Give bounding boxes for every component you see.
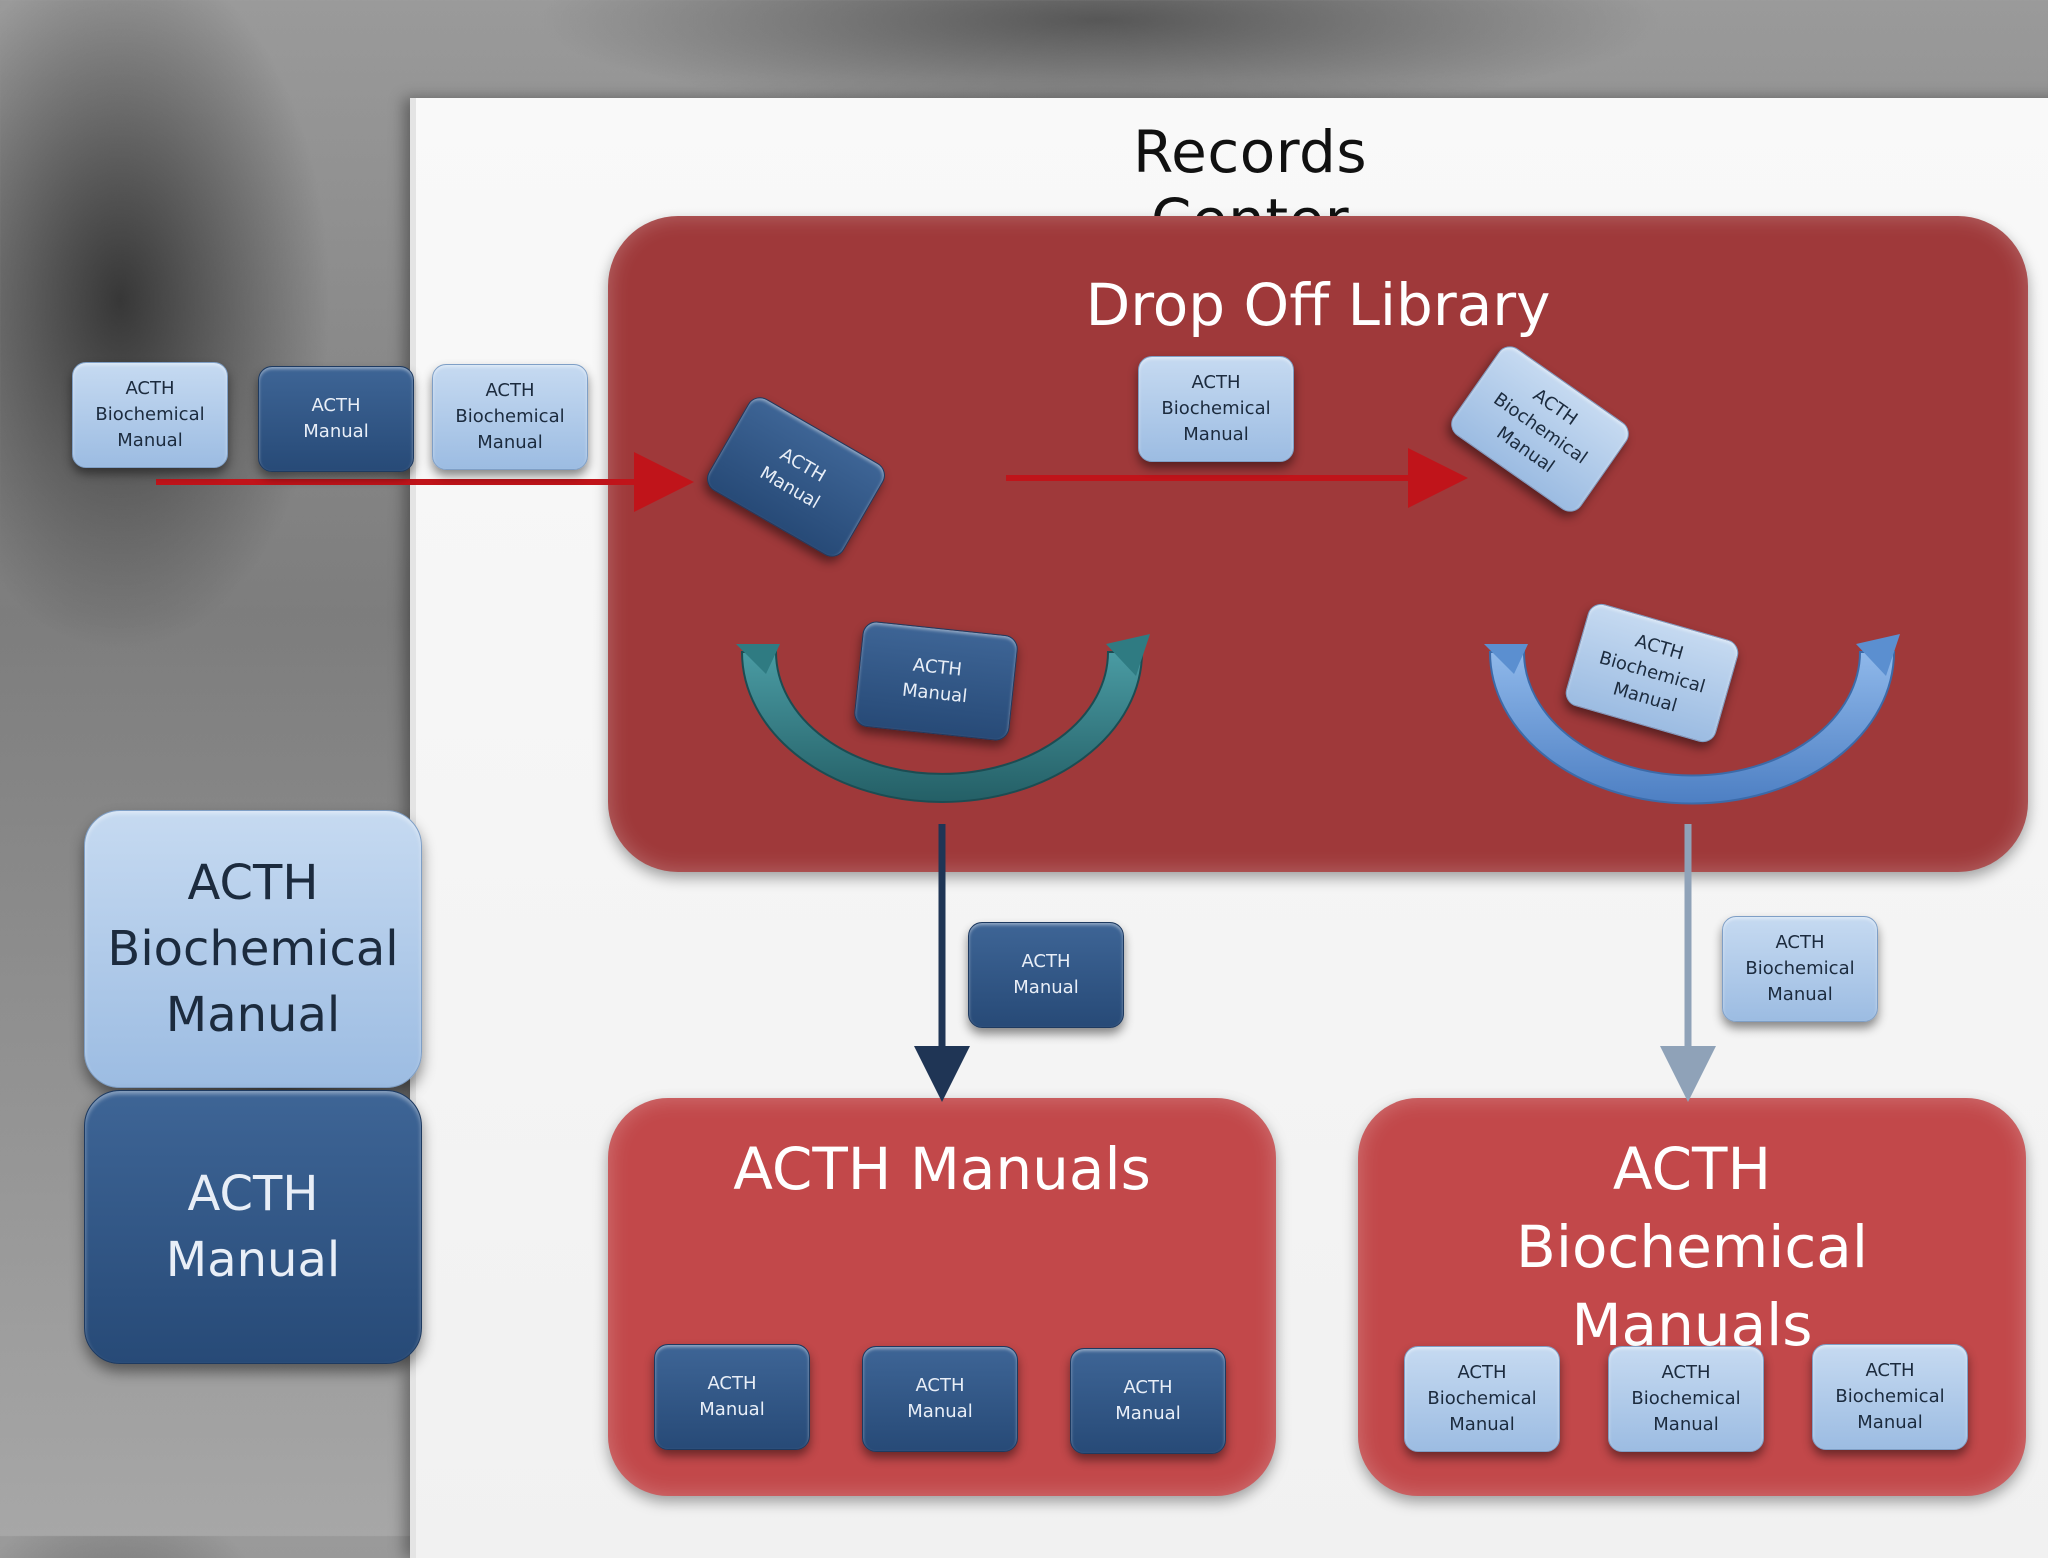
shelved-manual-card-3[interactable]: ACTH Manual — [1070, 1348, 1226, 1454]
shelved-manual-card-1[interactable]: ACTH Manual — [654, 1344, 810, 1450]
teal-bucket-manual-card[interactable]: ACTH Manual — [852, 620, 1020, 742]
legend-manual: ACTH Manual — [84, 1090, 422, 1364]
shelved-biochemical-card-2[interactable]: ACTH Biochemical Manual — [1608, 1346, 1764, 1452]
queue-biochemical-card-2[interactable]: ACTH Biochemical Manual — [432, 364, 588, 470]
blue-sorter-bucket — [1488, 651, 1896, 805]
drop-off-library-title: Drop Off Library — [1085, 271, 1551, 339]
legend-biochemical-manual: ACTH Biochemical Manual — [84, 810, 422, 1088]
shelved-biochemical-card-3[interactable]: ACTH Biochemical Manual — [1812, 1344, 1968, 1450]
dropoff-biochemical-card[interactable]: ACTH Biochemical Manual — [1138, 356, 1294, 462]
shelved-biochemical-card-1[interactable]: ACTH Biochemical Manual — [1404, 1346, 1560, 1452]
transit-manual-card[interactable]: ACTH Manual — [968, 922, 1124, 1028]
acth-manuals-title: ACTH Manuals — [733, 1135, 1151, 1203]
queue-biochemical-card-1[interactable]: ACTH Biochemical Manual — [72, 362, 228, 468]
transit-biochemical-card[interactable]: ACTH Biochemical Manual — [1722, 916, 1878, 1022]
shelved-manual-card-2[interactable]: ACTH Manual — [862, 1346, 1018, 1452]
queue-manual-card[interactable]: ACTH Manual — [258, 366, 414, 472]
